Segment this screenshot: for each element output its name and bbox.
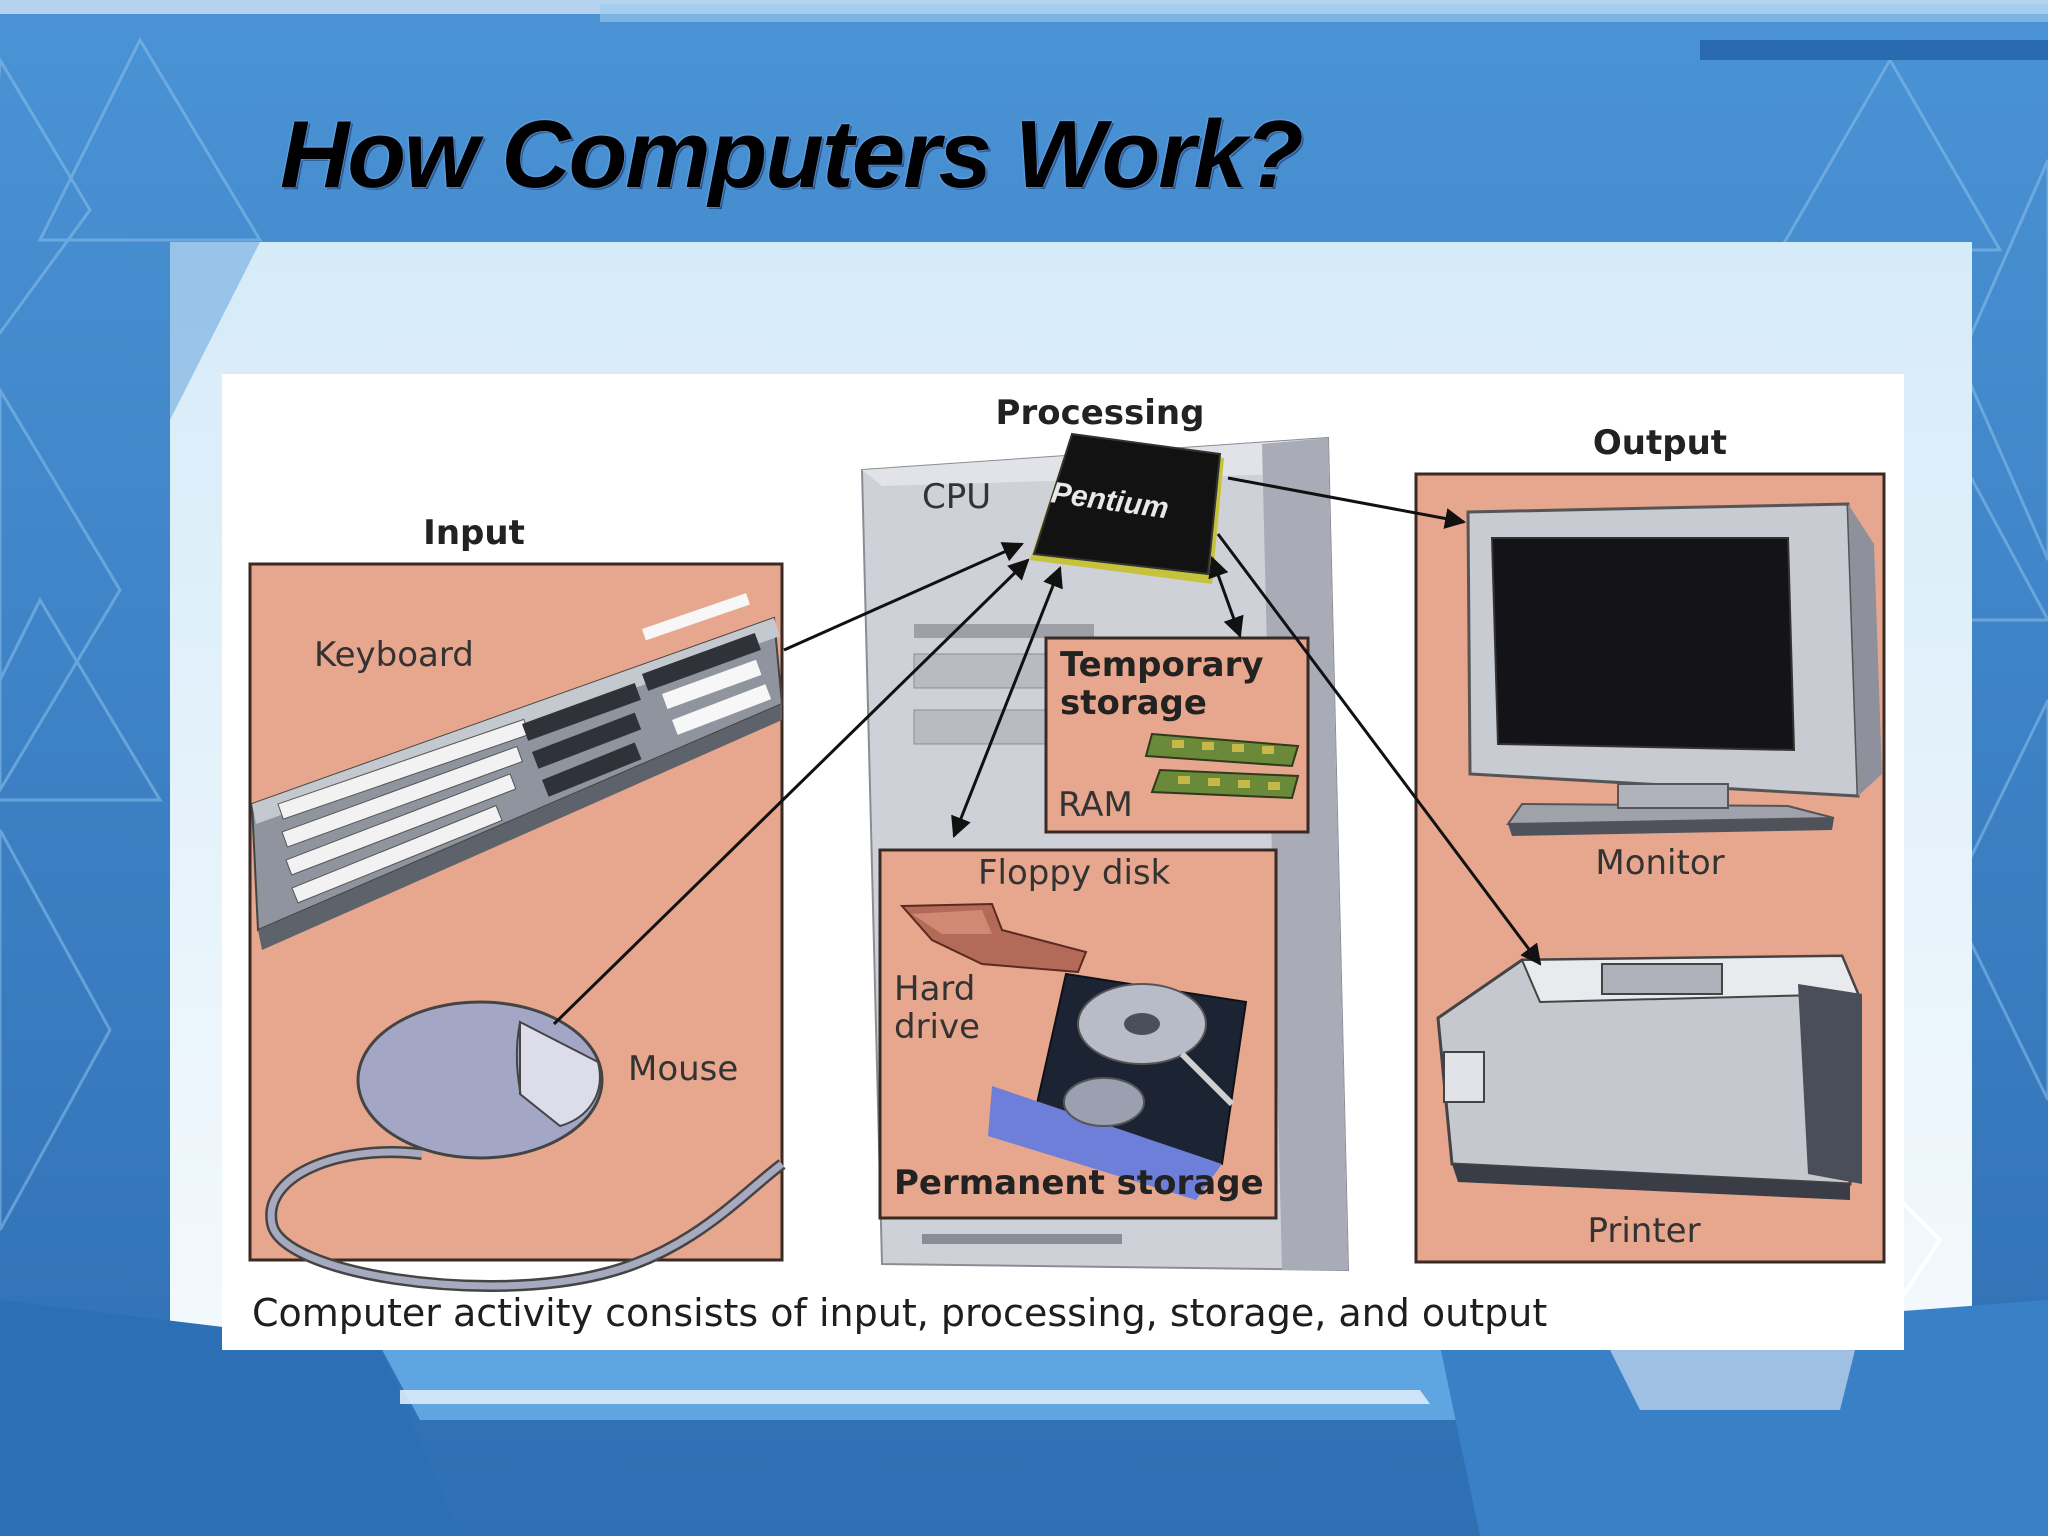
figure-caption: Computer activity consists of input, pro… [252,1291,1548,1335]
arrow-cpu-hard-drive [951,566,1063,838]
temporary-storage-box [1044,636,1310,834]
arrow-keyboard-to-cpu [783,542,1024,652]
monitor-icon [1466,502,1882,836]
monitor-label: Monitor [1595,843,1724,883]
printer-icon [1436,954,1862,1200]
temporary-storage-label-line2: storage [1060,683,1207,723]
floppy-disk-icon [899,902,1088,974]
hard-drive-icon [988,972,1248,1200]
slide-title: How Computers Work? [280,101,1304,208]
triangle-pattern [0,36,2048,1231]
ram-label: RAM [1058,785,1133,825]
computer-activity-diagram: Input Keyboard [248,393,1886,1292]
section-label-processing: Processing [996,393,1205,433]
arrow-mouse-to-cpu [552,558,1030,1026]
hard-drive-label-line2: drive [894,1007,980,1047]
section-label-output: Output [1593,423,1727,463]
keyboard-icon [250,593,784,950]
keyboard-label: Keyboard [314,635,474,675]
temporary-storage-label-line1: Temporary [1060,645,1264,685]
cpu-chip-icon: Pentium [1030,432,1224,584]
figure-panel: Input Keyboard [222,374,1904,1350]
arrow-cpu-temporary-storage [1208,556,1244,638]
arrow-cpu-to-printer [1216,533,1542,966]
mouse-icon [265,1000,786,1292]
printer-label: Printer [1587,1211,1700,1251]
cpu-label: CPU [922,477,991,517]
arrow-cpu-to-monitor [1227,476,1467,529]
mouse-label: Mouse [628,1049,738,1089]
floppy-disk-label: Floppy disk [978,853,1171,893]
ram-module-icon [1144,732,1300,800]
hard-drive-label-line1: Hard [894,969,975,1009]
section-label-input: Input [423,513,525,553]
permanent-storage-label: Permanent storage [894,1163,1264,1203]
